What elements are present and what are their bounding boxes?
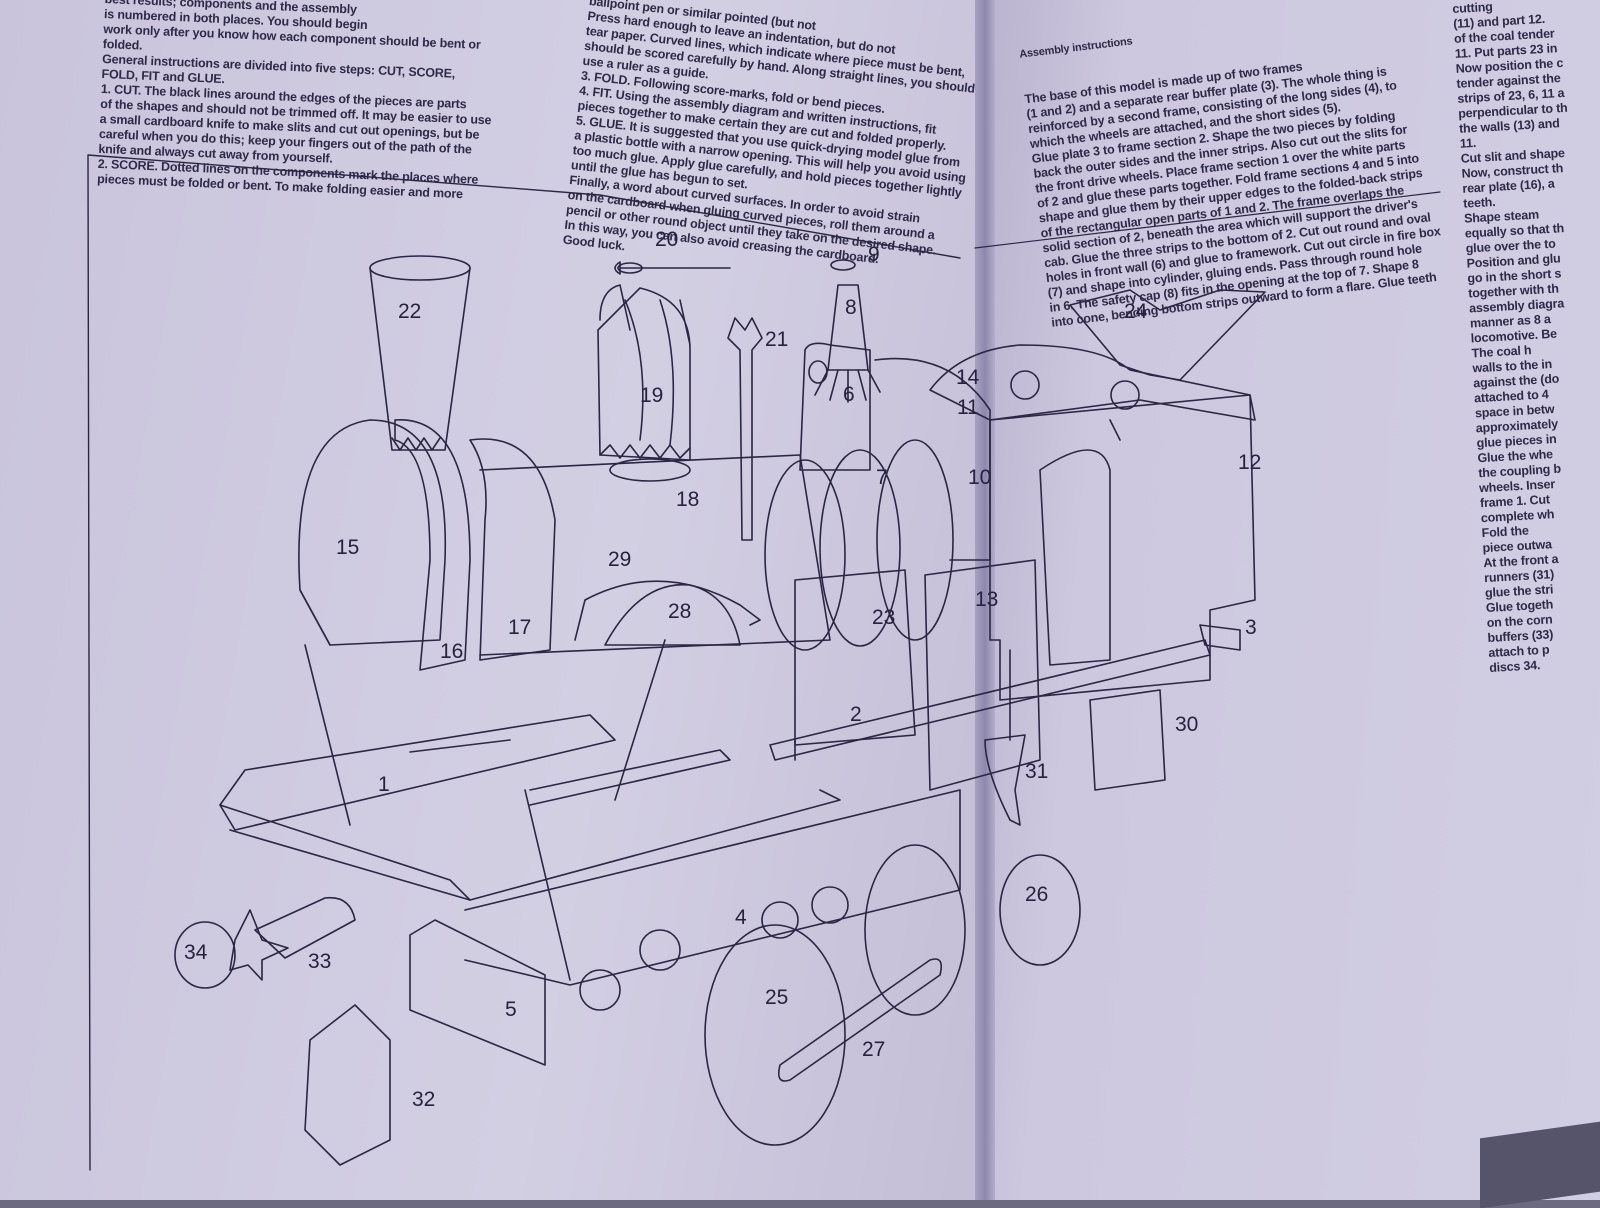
part-label-25: 25	[765, 986, 789, 1009]
part-label-23: 23	[872, 606, 896, 629]
part-12-cab-side	[989, 394, 1256, 701]
part-label-31: 31	[1025, 760, 1049, 783]
part-label-12: 12	[1238, 451, 1262, 474]
assembly-arrows	[304, 419, 1121, 981]
part-label-24: 24	[1124, 300, 1148, 323]
part-29-strip	[574, 580, 761, 641]
part-23-box	[794, 569, 916, 746]
part-1-frame	[219, 714, 841, 901]
part-label-33: 33	[308, 950, 332, 973]
part-24-coal-plate	[1069, 289, 1266, 381]
part-25-wheel	[704, 924, 846, 1146]
part-30-step	[1089, 689, 1166, 791]
part-label-11: 11	[957, 396, 979, 419]
part-9-disc	[830, 259, 856, 271]
part-4-side-frame	[464, 789, 961, 1011]
part-label-8: 8	[845, 296, 857, 319]
part-label-22: 22	[398, 300, 422, 323]
part-label-7: 7	[876, 466, 888, 489]
part-3-buffer	[1199, 624, 1241, 651]
part-32-buffer-block	[304, 1004, 391, 1166]
part-11-panel	[874, 357, 991, 561]
part-label-10: 10	[968, 466, 992, 489]
part-label-4: 4	[735, 906, 747, 929]
part-5-frame-end	[409, 919, 546, 1066]
part-label-28: 28	[668, 600, 692, 623]
part-label-6: 6	[843, 383, 855, 406]
part-label-18: 18	[676, 488, 700, 511]
part-label-16: 16	[440, 640, 464, 663]
part-label-26: 26	[1025, 883, 1049, 906]
part-label-2: 2	[850, 703, 862, 726]
left-page	[0, 0, 990, 1200]
part-label-21: 21	[765, 328, 789, 351]
part-18-boiler	[479, 439, 954, 656]
part-label-1: 1	[378, 773, 390, 796]
part-21-lever	[727, 317, 763, 541]
part-label-27: 27	[862, 1038, 886, 1061]
right-page	[985, 0, 1600, 1200]
part-34-star	[229, 909, 289, 981]
part-34-disc-outline	[174, 921, 236, 989]
part-2-frame	[769, 639, 1211, 761]
book-gutter	[975, 0, 995, 1200]
diagram-border	[87, 154, 961, 1171]
part-label-29: 29	[608, 548, 632, 571]
part-25-wheel-rear	[864, 844, 966, 1016]
part-label-13: 13	[975, 588, 999, 611]
part-label-9: 9	[868, 243, 880, 266]
part-16-strip	[394, 419, 471, 671]
part-13-cab-wall	[924, 559, 1041, 791]
part-label-30: 30	[1175, 713, 1199, 736]
part-28-half-disc	[604, 583, 741, 646]
part-label-14: 14	[956, 366, 980, 389]
part-label-20: 20	[655, 228, 679, 251]
part-19-dome	[597, 284, 691, 461]
part-22-cup	[369, 255, 471, 451]
part-15-arch	[298, 419, 447, 646]
part-26-disc	[999, 854, 1081, 966]
part-label-32: 32	[412, 1088, 436, 1111]
part-17-arch	[469, 438, 556, 661]
part-label-19: 19	[640, 384, 664, 407]
part-31-runner	[984, 734, 1026, 826]
part-14-cab-roof	[929, 344, 1256, 421]
part-label-17: 17	[508, 616, 532, 639]
part-6-front-wall	[799, 342, 871, 471]
part-20-rod	[614, 261, 731, 275]
part-27-coupling-rod	[777, 958, 943, 1082]
part-label-34: 34	[184, 941, 208, 964]
part-label-5: 5	[505, 998, 517, 1021]
part-label-3: 3	[1245, 616, 1257, 639]
part-label-15: 15	[336, 536, 360, 559]
part-33-buffer	[254, 896, 356, 959]
